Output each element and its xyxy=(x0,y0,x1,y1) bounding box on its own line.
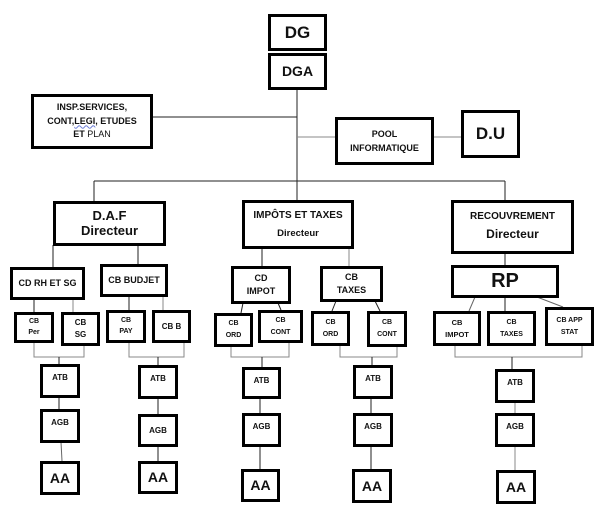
bracket-cbtaxes xyxy=(339,345,398,358)
node-dga: DGA xyxy=(268,53,327,90)
node-aa: AA xyxy=(352,469,392,503)
recouv-subtitle: Directeur xyxy=(486,227,539,242)
insp-line-2: CONT,LEGI, ETUDES xyxy=(47,115,137,126)
node-agb: AGB xyxy=(242,413,281,447)
node-impots-taxes: IMPÔTS ET TAXES Directeur xyxy=(242,200,354,249)
recouv-title: RECOUVREMENT xyxy=(469,211,555,223)
insp-line-1: INSP.SERVICES, xyxy=(56,101,128,112)
node-atb: ATB xyxy=(40,364,80,398)
node-atb: ATB xyxy=(495,369,535,403)
node-du: D.U xyxy=(461,110,520,158)
node-pool-informatique: POOL INFORMATIQUE xyxy=(335,117,434,165)
bracket-rp xyxy=(454,345,583,358)
node-agb: AGB xyxy=(40,409,80,443)
bracket-cdimpot xyxy=(230,342,290,358)
node-agb: AGB xyxy=(138,414,178,447)
impots-subtitle: Directeur xyxy=(277,227,319,239)
impots-title: IMPÔTS ET TAXES xyxy=(253,209,343,221)
node-atb: ATB xyxy=(138,365,178,399)
bracket-budjet xyxy=(128,342,185,358)
node-cb-b: CB B xyxy=(152,310,191,343)
node-du-label: D.U xyxy=(475,124,506,144)
node-agb: AGB xyxy=(353,413,393,447)
node-aa: AA xyxy=(241,469,280,502)
daf-subtitle: Directeur xyxy=(80,222,139,238)
node-aa: AA xyxy=(496,470,536,504)
node-atb: ATB xyxy=(353,365,393,399)
node-dga-label: DGA xyxy=(281,63,314,80)
node-cd-rh-sg: CD RH ET SG xyxy=(10,267,85,300)
node-recouvrement: RECOUVREMENT Directeur xyxy=(451,200,574,254)
node-aa: AA xyxy=(40,461,80,495)
insp-line-3: ET PLAN xyxy=(73,129,111,140)
node-insp: INSP.SERVICES, CONT,LEGI, ETUDES ET PLAN xyxy=(31,94,153,149)
daf-title: D.A.F xyxy=(92,207,127,223)
pool-line-2: INFORMATIQUE xyxy=(350,143,419,153)
node-cb-budjet: CB BUDJET xyxy=(100,264,168,297)
node-daf: D.A.F Directeur xyxy=(53,201,166,246)
node-dg: DG xyxy=(268,14,327,51)
node-aa: AA xyxy=(138,461,178,494)
pool-line-1: POOL xyxy=(371,128,398,139)
node-dg-label: DG xyxy=(284,22,311,42)
node-rp: RP xyxy=(451,265,559,298)
node-agb: AGB xyxy=(495,413,535,447)
node-atb: ATB xyxy=(242,367,281,399)
